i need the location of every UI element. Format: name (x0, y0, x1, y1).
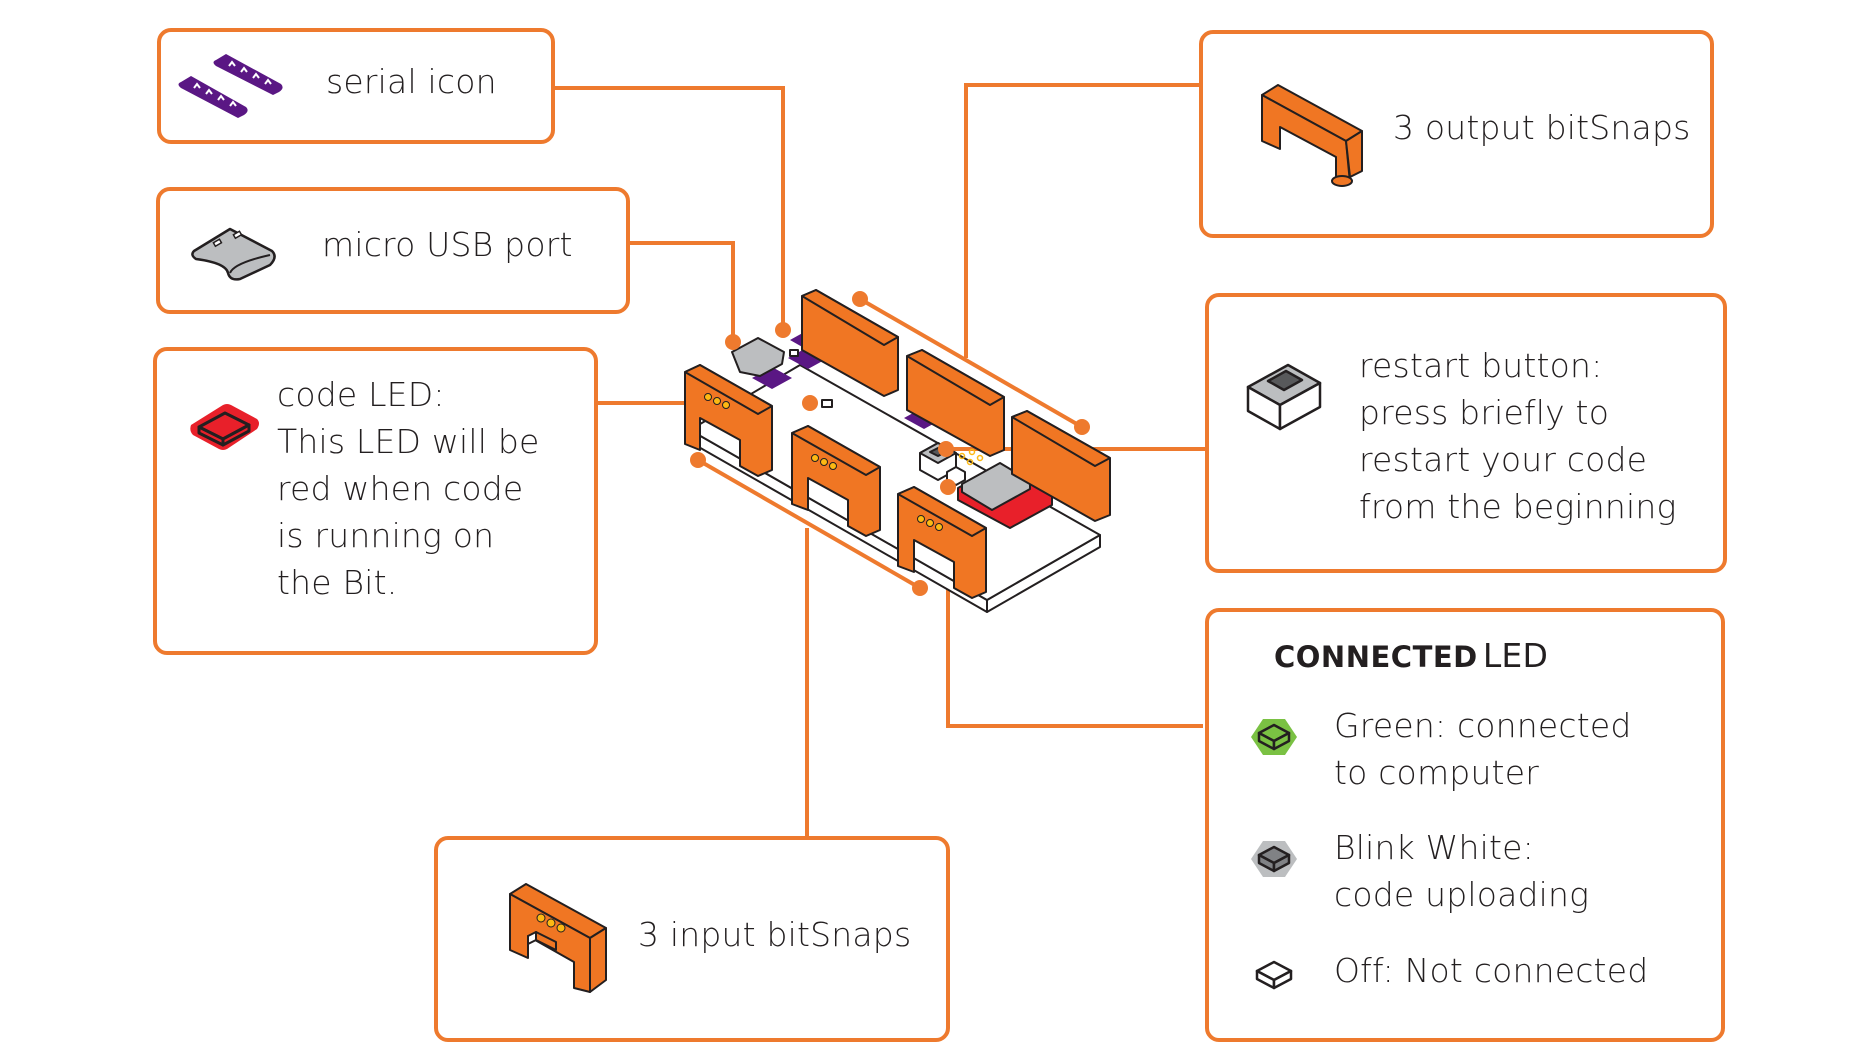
board-input-snap-dots (704, 393, 943, 531)
usb-callout: micro USB port (156, 187, 630, 314)
input-callout: 3 input bitSnaps (434, 836, 950, 1042)
state-line: Off: Not connected (1334, 951, 1649, 990)
output-callout: 3 output bitSnaps (1199, 30, 1714, 238)
code-led-line: This LED will be (277, 422, 540, 461)
code-led-line: code LED: (277, 375, 445, 414)
restart-line: restart button: (1359, 346, 1603, 385)
connected-title-rest: LED (1482, 636, 1549, 675)
output-connector (964, 83, 1199, 358)
restart-line: from the beginning (1359, 487, 1677, 526)
serial-dot (775, 322, 791, 338)
gray-led-icon (1251, 841, 1297, 877)
code-led-callout: code LED: This LED will be red when code… (153, 347, 598, 655)
serial-label: serial icon (326, 62, 497, 101)
restart-line: restart your code (1359, 440, 1648, 479)
board-code-led (821, 399, 833, 408)
connected-led-callout: CONNECTED LED Green: connected to comput… (1205, 608, 1725, 1042)
input-bitsnap-icon (509, 883, 607, 993)
connected-state-green: Green: connected to computer (1334, 702, 1632, 796)
output-span-line (859, 297, 1083, 429)
usb-connector (622, 241, 735, 340)
off-led-icon (1255, 960, 1293, 990)
state-line: Green: connected (1334, 706, 1632, 745)
code-led-line: the Bit. (277, 563, 398, 602)
connector-dots (690, 291, 1090, 596)
serial-connector (553, 86, 785, 328)
input-span-dot-end (912, 580, 928, 596)
usb-dot (725, 334, 741, 350)
board-usb-port (731, 337, 785, 377)
green-led-icon (1251, 719, 1297, 755)
connected-state-blink: Blink White: code uploading (1334, 824, 1589, 918)
restart-dot (938, 441, 954, 457)
output-span-dot-end (1074, 419, 1090, 435)
connected-title-bold: CONNECTED (1274, 640, 1478, 674)
state-line: code uploading (1334, 875, 1590, 914)
output-bitsnap-icon (1261, 84, 1363, 187)
code-led-line: red when code (277, 469, 524, 508)
state-line: to computer (1334, 753, 1539, 792)
connected-state-off: Off: Not connected (1334, 947, 1648, 994)
serial-icon (178, 54, 283, 118)
restart-text: restart button: press briefly to restart… (1359, 342, 1676, 530)
output-label: 3 output bitSnaps (1393, 108, 1691, 147)
code-led-text: code LED: This LED will be red when code… (277, 371, 540, 606)
bit-board (684, 289, 1111, 613)
state-line: Blink White: (1334, 828, 1534, 867)
board-small-part (789, 349, 799, 357)
board-indicator-dots (958, 448, 984, 466)
micro-usb-icon (191, 227, 276, 281)
serial-callout: serial icon (157, 28, 555, 144)
restart-line: press briefly to (1359, 393, 1610, 432)
code-led-line: is running on (277, 516, 495, 555)
output-span-dot-start (852, 291, 868, 307)
input-span-dot-start (690, 452, 706, 468)
connected-led-title: CONNECTED LED (1274, 636, 1548, 675)
board-output-snaps (801, 289, 1111, 522)
input-label: 3 input bitSnaps (638, 915, 912, 954)
restart-button-icon (1246, 363, 1322, 431)
red-led-icon (190, 404, 259, 450)
board-top (689, 364, 1101, 601)
usb-label: micro USB port (322, 225, 573, 264)
connected-led-dot (940, 479, 956, 495)
input-span-line (697, 458, 921, 590)
restart-callout: restart button: press briefly to restart… (1205, 293, 1727, 573)
board-input-snaps (684, 364, 987, 599)
code-led-dot (802, 395, 818, 411)
